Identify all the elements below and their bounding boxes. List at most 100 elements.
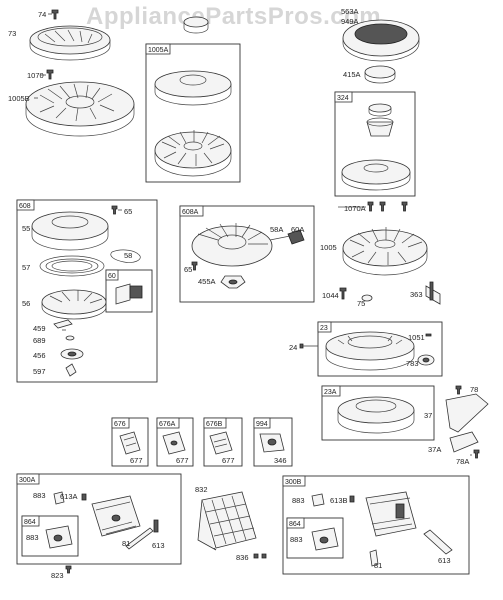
label-883b: 883 (26, 533, 39, 542)
part-613A-screw[interactable] (81, 493, 87, 501)
part-689-spring[interactable] (65, 335, 75, 341)
part-324-cup[interactable] (366, 103, 394, 137)
part-1005A-flywheel[interactable] (154, 130, 232, 177)
part-949A-screen[interactable] (342, 19, 420, 62)
part-676A-guard[interactable] (162, 431, 186, 455)
part-832-guard-cage[interactable] (197, 491, 257, 551)
label-1005: 1005 (320, 243, 337, 252)
part-1005A-screen[interactable] (154, 70, 232, 106)
part-78A-screw[interactable] (473, 449, 480, 459)
label-689: 689 (33, 336, 46, 345)
part-55-housing[interactable] (31, 211, 109, 251)
part-81-bolt-b[interactable] (369, 549, 379, 567)
part-363-bracket[interactable] (425, 281, 441, 305)
part-300B-muffler[interactable] (365, 491, 417, 537)
box-300A-label: 300A (19, 477, 36, 484)
box-864-a-label: 864 (24, 519, 36, 526)
box-23-label: 23 (320, 325, 328, 332)
part-1044-bolt[interactable] (339, 287, 347, 300)
label-456: 456 (33, 351, 46, 360)
box-23 (317, 321, 443, 377)
part-60-handle[interactable] (115, 283, 143, 305)
part-1051-key[interactable] (425, 333, 432, 337)
label-613A: 613A (60, 492, 78, 501)
box-23A-label: 23A (324, 389, 337, 396)
part-864-adapter-b[interactable] (311, 527, 339, 551)
label-883d: 883 (290, 535, 303, 544)
part-74-screw[interactable] (51, 9, 59, 20)
part-37-baffle[interactable] (445, 393, 489, 433)
part-300A-muffler[interactable] (91, 495, 141, 537)
part-81-bolt-a[interactable] (125, 527, 154, 550)
part-57-spring[interactable] (39, 255, 105, 277)
box-676-label: 676 (114, 421, 126, 428)
part-456-retainer[interactable] (60, 348, 84, 360)
part-324-screen[interactable] (341, 159, 411, 191)
part-608A-starter[interactable] (191, 223, 273, 267)
part-613-screw-b[interactable] (423, 529, 453, 555)
label-78A: 78A (456, 457, 469, 466)
box-60-label: 60 (108, 273, 116, 280)
part-23A-flywheel[interactable] (337, 396, 415, 434)
label-74: 74 (38, 10, 46, 19)
label-55: 55 (22, 224, 30, 233)
label-613b: 613 (438, 556, 451, 565)
part-864-adapter-a[interactable] (45, 525, 73, 549)
label-1070A: 1070A (344, 204, 366, 213)
part-883-gasket-c[interactable] (311, 493, 325, 507)
label-58A: 58A (270, 225, 283, 234)
label-24: 24 (289, 343, 297, 352)
part-676B-guard[interactable] (209, 431, 233, 455)
label-78: 78 (470, 385, 478, 394)
label-60A: 60A (291, 225, 304, 234)
box-676-tag (111, 417, 130, 429)
part-56-pulley[interactable] (41, 289, 107, 320)
part-24-key[interactable] (299, 343, 304, 349)
part-1005B-flywheel[interactable] (25, 81, 135, 137)
part-459-pawl[interactable] (53, 319, 73, 329)
part-23-flywheel[interactable] (325, 331, 415, 371)
part-823-bolt[interactable] (65, 565, 72, 574)
box-676 (111, 417, 149, 467)
label-677b: 677 (176, 456, 189, 465)
label-73: 73 (8, 29, 16, 38)
part-836-screws[interactable] (253, 553, 267, 559)
box-324-tag (334, 91, 353, 103)
label-65b: 65 (184, 265, 192, 274)
part-597-screw[interactable] (65, 363, 77, 377)
part-65-screw-a[interactable] (111, 205, 118, 215)
box-608A-tag (179, 205, 204, 217)
leader-lines (34, 13, 472, 456)
box-676B-label: 676B (206, 421, 223, 428)
label-58: 58 (124, 251, 132, 260)
part-613B-screw[interactable] (349, 495, 355, 503)
label-81b: 81 (374, 561, 382, 570)
part-73-rotating-screen[interactable] (29, 25, 111, 61)
part-78-screw[interactable] (455, 385, 462, 395)
part-1070A-screws[interactable] (367, 201, 408, 212)
box-300A (16, 473, 182, 565)
part-1005A-cup[interactable] (183, 16, 209, 34)
part-1005-flywheel[interactable] (342, 227, 428, 276)
part-455A-clip[interactable] (220, 275, 246, 289)
part-883-gasket-a[interactable] (53, 491, 65, 505)
part-613-screw-a[interactable] (153, 519, 159, 533)
box-676B-tag (203, 417, 227, 429)
part-608A-handle[interactable] (269, 229, 305, 245)
part-994-guard[interactable] (259, 433, 285, 453)
label-459: 459 (33, 324, 46, 333)
part-676-guard[interactable] (119, 431, 141, 455)
part-415A-cup[interactable] (364, 65, 396, 84)
part-58-rope[interactable] (110, 249, 141, 263)
part-37A-baffle[interactable] (449, 431, 479, 453)
part-783-gear[interactable] (417, 354, 435, 366)
box-608-tag (16, 199, 35, 211)
part-75-washer[interactable] (361, 294, 373, 302)
label-1044: 1044 (322, 291, 339, 300)
label-1005B: 1005B (8, 94, 30, 103)
box-676A-tag (156, 417, 180, 429)
part-1070-screw[interactable] (46, 69, 54, 80)
box-608-label: 608 (19, 203, 31, 210)
part-65-screw-b[interactable] (191, 261, 198, 271)
box-994-tag (253, 417, 271, 429)
